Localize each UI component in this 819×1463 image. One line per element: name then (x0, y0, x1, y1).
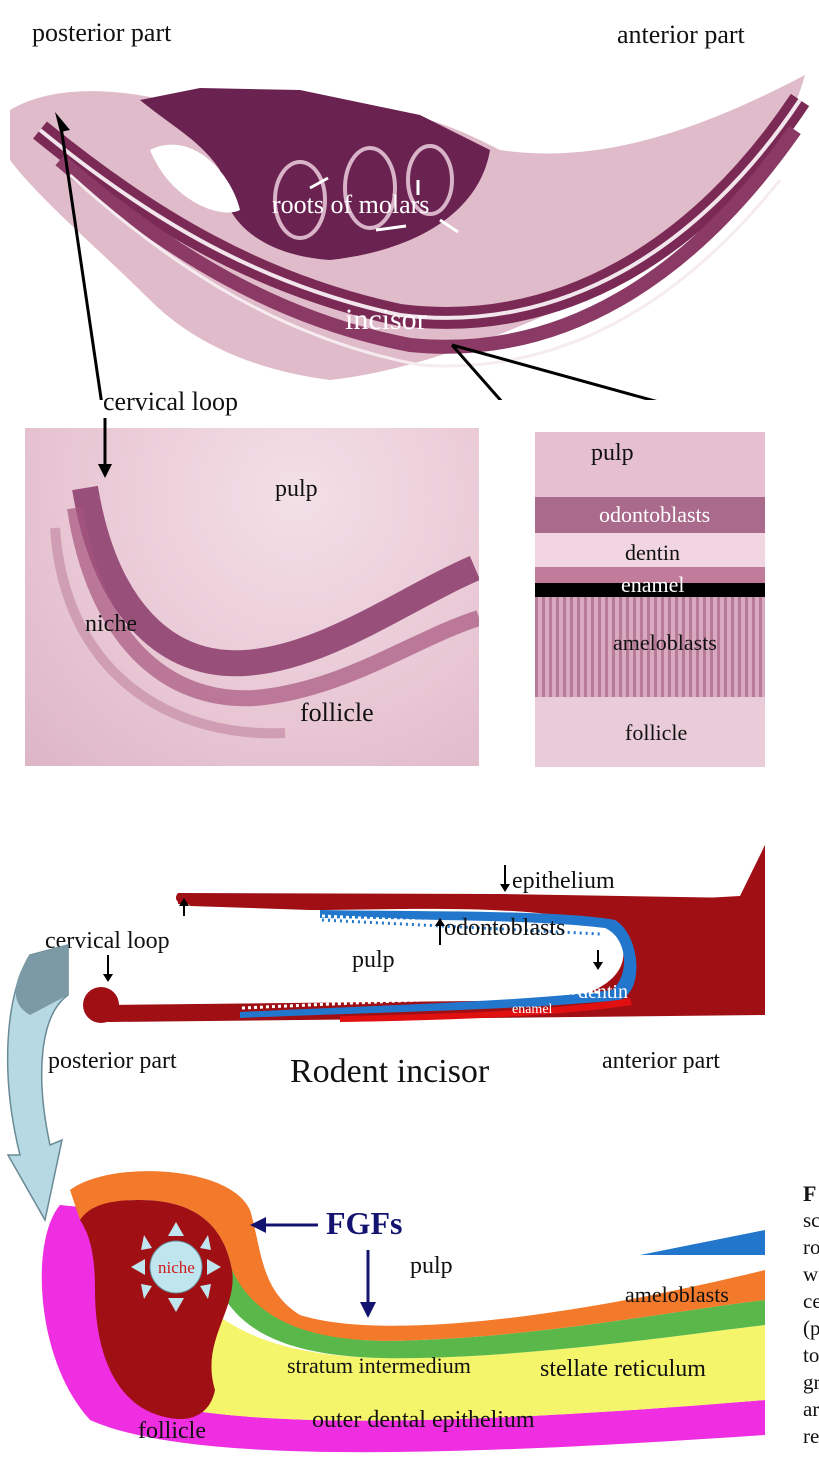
caption-fragment: to (803, 1342, 819, 1369)
label-pulp-schematic: pulp (352, 947, 395, 974)
label-anterior-part: anterior part (617, 20, 745, 50)
label-niche-detail: niche (158, 1258, 195, 1278)
label-niche: niche (85, 611, 137, 638)
caption-fragment: ro (803, 1234, 819, 1261)
histology-panel-cervical-loop: pulp niche follicle (25, 428, 479, 766)
label-roots-of-molars: roots of molars (272, 190, 429, 220)
jaw-section-image (0, 70, 819, 400)
cervical-loop-arrow (95, 418, 115, 480)
caption-fragment-column: F sc ro w ce (p to gr ar re (803, 1180, 819, 1450)
label-ameloblasts-detail: ameloblasts (625, 1282, 729, 1308)
label-outer-dental-epithelium: outer dental epithelium (312, 1407, 535, 1434)
label-pulp-detail: pulp (410, 1253, 453, 1280)
label-enamel-right: enamel (621, 572, 685, 598)
label-cervical-loop-top: cervical loop (103, 387, 238, 417)
label-ameloblasts-right: ameloblasts (613, 630, 717, 656)
label-fgfs: FGFs (326, 1205, 402, 1242)
label-stellate-reticulum: stellate reticulum (540, 1356, 706, 1383)
label-epithelium: epithelium (512, 868, 615, 895)
label-dentin-right: dentin (625, 540, 680, 566)
label-pulp-right: pulp (591, 440, 634, 467)
label-posterior-part: posterior part (32, 18, 171, 48)
label-dentin-schematic: dentin (578, 981, 628, 1004)
dentin-tip (640, 1230, 765, 1255)
label-stratum-intermedium: stratum intermedium (287, 1353, 471, 1379)
caption-fragment: gr (803, 1369, 819, 1396)
caption-fragment: re (803, 1423, 819, 1450)
label-follicle-left: follicle (300, 698, 374, 728)
caption-fragment: F (803, 1180, 819, 1207)
label-anterior-part-schematic: anterior part (602, 1048, 720, 1075)
schematic-title: Rodent incisor (290, 1053, 489, 1091)
caption-fragment: ar (803, 1396, 819, 1423)
label-follicle-detail: follicle (138, 1418, 206, 1445)
label-pulp-left: pulp (275, 476, 318, 503)
pointer-line (452, 345, 760, 400)
label-incisor: incisor (345, 303, 427, 337)
caption-fragment: sc (803, 1207, 819, 1234)
caption-fragment: ce (803, 1288, 819, 1315)
label-enamel-schematic: enamel (512, 1002, 552, 1018)
label-odontoblasts-right: odontoblasts (599, 502, 710, 528)
label-follicle-right: follicle (625, 720, 687, 746)
label-odontoblasts-schematic: odontoblasts (444, 915, 565, 942)
caption-fragment: w (803, 1261, 819, 1288)
caption-fragment: (p (803, 1315, 819, 1342)
histology-panel-layers: pulp odontoblasts dentin enamel amelobla… (535, 432, 765, 767)
